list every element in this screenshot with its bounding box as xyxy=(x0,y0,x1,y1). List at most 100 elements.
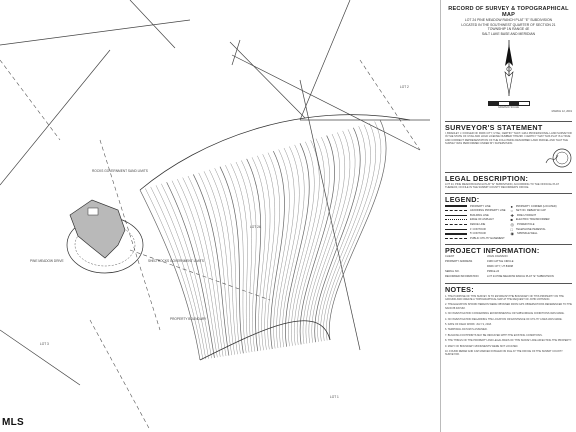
title-block: RECORD OF SURVEY & TOPOGRAPHICAL MAP LOT… xyxy=(440,0,576,432)
legend-item: ◎POWER POLE xyxy=(510,221,535,227)
note-item: 7. BUILDING FOOTPRINTS MAY BE INDICATED … xyxy=(445,333,543,337)
contour-line xyxy=(209,169,238,355)
contour-line xyxy=(308,130,351,344)
map-title: RECORD OF SURVEY & TOPOGRAPHICAL MAP xyxy=(448,6,569,18)
north-arrow-icon xyxy=(504,40,514,97)
contour-line xyxy=(187,175,227,357)
cul-de-sac xyxy=(66,199,144,274)
contour-line xyxy=(257,155,271,351)
contour-boundary xyxy=(199,320,331,361)
contour-line xyxy=(161,183,212,359)
legend-item: ■ELECTRIC TRANSFORMER xyxy=(510,217,550,223)
center-road-label: PINE MEADOW DRIVE xyxy=(30,259,64,263)
legal-description-text: LOT 24, PINE MEADOW RANCH PLAT "E" SUBDI… xyxy=(445,183,559,190)
contour-line xyxy=(139,189,201,361)
note-item: 1. THE PURPOSE OF THIS SURVEY IS TO ESTA… xyxy=(445,294,564,301)
contour-line xyxy=(225,165,247,353)
contour-line xyxy=(230,163,250,353)
bldg-label-1: ROCKS GOVERNMENT SAND LIMITS xyxy=(92,169,148,173)
contour-line xyxy=(320,124,371,342)
contour-line xyxy=(323,123,376,341)
note-item: 4. NO INVESTIGATION REGARDING THE LOCATI… xyxy=(445,317,563,321)
note-item: 2. THE ELEVATION SHOWN HEREON WERE OBTAI… xyxy=(445,303,572,310)
contour-line xyxy=(305,132,345,344)
map-subtitle: LOT 24 PINE MEADOW RANCH PLAT "E" SUBDIV… xyxy=(461,18,556,36)
contour-line xyxy=(219,166,244,354)
contour-line xyxy=(235,161,253,353)
surveyor-statement-text: I, BRADLEY J. FOWLER OF PARK CITY, UTAH,… xyxy=(445,131,572,145)
legend-item: ◉SPRINKLE WELL xyxy=(510,231,538,237)
legend-item: EDGE OF ASPHALT xyxy=(445,218,507,223)
notes-list: 1. THE PURPOSE OF THIS SURVEY IS TO ESTA… xyxy=(445,295,572,357)
contour-line xyxy=(198,172,232,356)
legend-item: PUBLIC UTILITY EASEMENT xyxy=(445,236,507,241)
contour-line xyxy=(145,188,204,360)
note-item: 8. THE THINGS OF THE PROPERTY AND LEGAL … xyxy=(445,339,572,343)
contour-line xyxy=(171,180,218,358)
contour-line xyxy=(314,127,361,343)
legend-heading: LEGEND: xyxy=(445,192,572,204)
note-item: 6. TEMPORAL DATUM IS ASSUMED. xyxy=(445,328,488,332)
legend-item: 5' CONTOUR xyxy=(445,231,507,236)
legend-item: FENCE LINE xyxy=(445,222,507,227)
contour-line xyxy=(155,185,209,359)
contour-line xyxy=(317,126,366,342)
legend-item: ●PROPERTY CORNER (LOCATED) xyxy=(510,203,557,209)
property-lines xyxy=(0,0,430,386)
contour-line xyxy=(241,160,257,352)
map-date: MARCH 12, 2019 xyxy=(551,109,572,113)
contour-line xyxy=(267,152,280,350)
legal-description-heading: LEGAL DESCRIPTION: xyxy=(445,172,572,183)
contour-line xyxy=(166,182,215,358)
contour-line xyxy=(311,129,356,343)
survey-drawing: LOT 2 LOT 3 LOT 1 LOT 24 ROCKS GOVERNMEN… xyxy=(0,0,430,431)
project-row: SERIAL NO.PMR-E-24 xyxy=(445,269,500,273)
contour-line xyxy=(328,119,387,341)
project-information-heading: PROJECT INFORMATION: xyxy=(445,243,572,255)
legend-item: PROPERTY LINE xyxy=(445,204,507,209)
contour-line xyxy=(262,154,275,350)
contour-line xyxy=(291,140,320,346)
note-item: 3. NO INVESTIGATION CONCERNING ENVIRONME… xyxy=(445,312,565,316)
lot-top-label: LOT 2 xyxy=(400,85,409,89)
contour-line xyxy=(270,150,285,349)
contour-line xyxy=(214,168,241,354)
legend-item: BUILDING LINE xyxy=(445,213,507,218)
contour-line xyxy=(177,179,221,357)
contour-lines xyxy=(139,114,411,361)
boundary-label: PROPERTY BOUNDARY xyxy=(170,317,207,321)
project-row: PARK CITY, UT 84098 xyxy=(487,264,513,268)
contour-line xyxy=(251,157,266,351)
lot-right-label: LOT 24 xyxy=(250,225,261,229)
contour-line xyxy=(273,149,290,349)
surveyor-statement-heading: SURVEYOR'S STATEMENT xyxy=(445,120,572,132)
legend: PROPERTY LINE ADJOINING PROPERTY LINE BU… xyxy=(445,204,572,241)
graphic-scale: GRAPHIC SCALE MARCH 12, 2019 xyxy=(445,101,572,113)
mls-logo: MLS xyxy=(2,417,25,428)
contour-line xyxy=(203,171,235,355)
contour-boundary xyxy=(139,114,411,191)
map-labels: LOT 2 LOT 3 LOT 1 LOT 24 ROCKS GOVERNMEN… xyxy=(30,85,409,399)
legend-item: 1' CONTOUR xyxy=(445,227,507,232)
lot-bottom-label: LOT 1 xyxy=(330,395,339,399)
dashed-lines xyxy=(0,59,421,431)
contour-line xyxy=(150,186,206,360)
legend-item: ADJOINING PROPERTY LINE xyxy=(445,208,507,213)
legend-item: □TELEPHONE PEDESTAL xyxy=(510,226,546,232)
contour-line xyxy=(193,174,230,356)
note-item: 5. DATE OF FIELD WORK: JULY 9, 2018. xyxy=(445,322,492,326)
contour-line xyxy=(276,147,295,349)
contour-line xyxy=(302,133,340,345)
signature-seal xyxy=(445,147,572,169)
note-item: 10. FOUND REBAR AND CAP MARKED FOWLER ON… xyxy=(445,349,563,357)
contour-line xyxy=(326,121,381,341)
legend-item: ○SET NO. REBAR W/ CAP xyxy=(510,208,546,214)
contour-line xyxy=(246,158,262,352)
bldg-label-2: SHED ROCKS GOVERNMENT LIMITS xyxy=(148,259,204,263)
lot-left-label: LOT 3 xyxy=(40,342,49,346)
note-item: 9. MANY OF BOUNDARY MONUMENTS WERE NOT L… xyxy=(445,344,519,348)
